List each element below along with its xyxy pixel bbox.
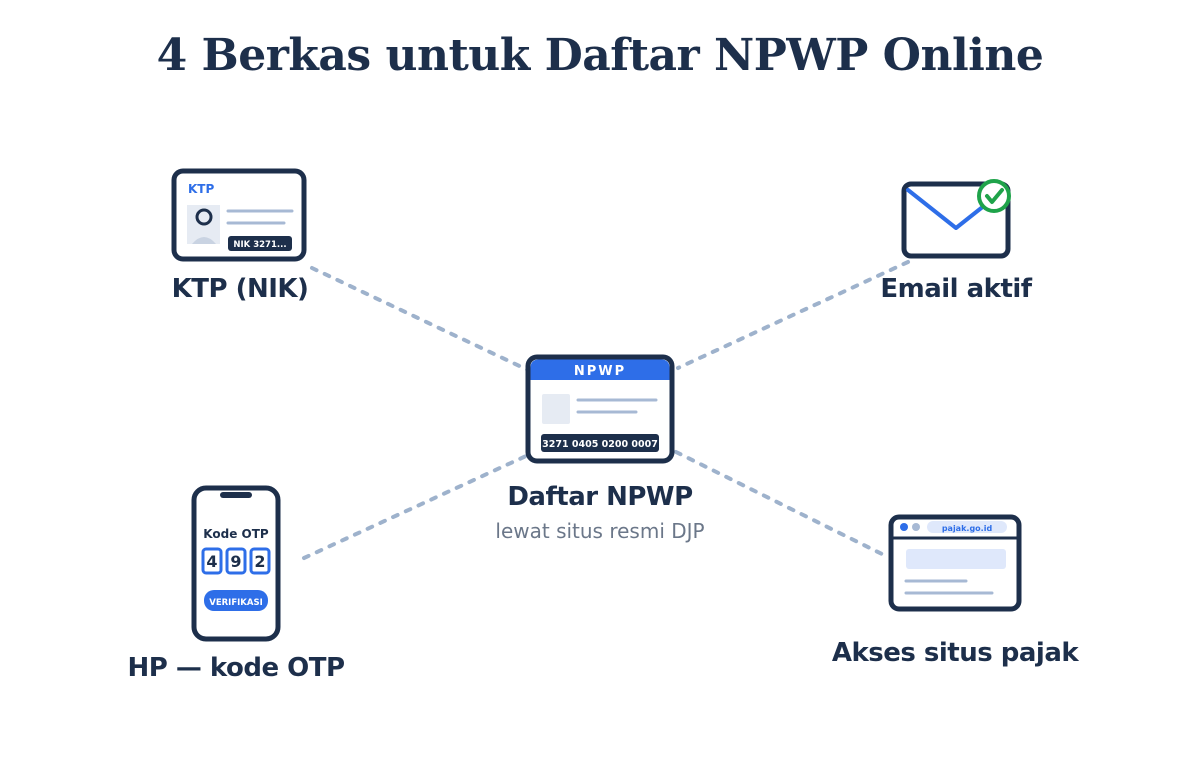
ktp-card-header: KTP xyxy=(188,182,214,196)
phone-icon: Kode OTP 4 9 2 VERIFIKASI xyxy=(191,485,281,642)
npwp-card-header: NPWP xyxy=(574,364,626,379)
center-sublabel: lewat situs resmi DJP xyxy=(495,519,705,543)
connector-web xyxy=(674,450,888,558)
npwp-card-icon: NPWP 3271 0405 0200 0007 xyxy=(525,354,675,464)
otp-digit-1: 4 xyxy=(206,552,217,571)
ktp-label: KTP (NIK) xyxy=(171,274,309,304)
npwp-number: 3271 0405 0200 0007 xyxy=(542,439,658,450)
browser-window-icon: pajak.go.id xyxy=(888,514,1022,612)
otp-digit-box: 4 xyxy=(201,547,223,575)
nik-badge: NIK 3271... xyxy=(233,240,286,250)
connector-email xyxy=(676,260,910,370)
web-label: Akses situs pajak xyxy=(831,638,1079,668)
connector-ktp xyxy=(310,266,530,372)
hp-label: HP — kode OTP xyxy=(127,653,345,683)
otp-screen-title: Kode OTP xyxy=(203,527,269,541)
otp-digit-box: 2 xyxy=(249,547,271,575)
envelope-check-icon xyxy=(901,179,1011,259)
otp-digit-2: 9 xyxy=(230,552,241,571)
page-title: 4 Berkas untuk Daftar NPWP Online xyxy=(156,30,1044,81)
email-label: Email aktif xyxy=(880,274,1032,304)
verify-button-label: VERIFIKASI xyxy=(209,598,263,608)
center-label: Daftar NPWP xyxy=(507,482,693,512)
otp-digit-box: 9 xyxy=(225,547,247,575)
id-card-icon: KTP NIK 3271... xyxy=(171,168,307,262)
otp-digit-3: 2 xyxy=(254,552,265,571)
browser-url: pajak.go.id xyxy=(942,524,993,533)
connector-hp xyxy=(302,454,528,560)
